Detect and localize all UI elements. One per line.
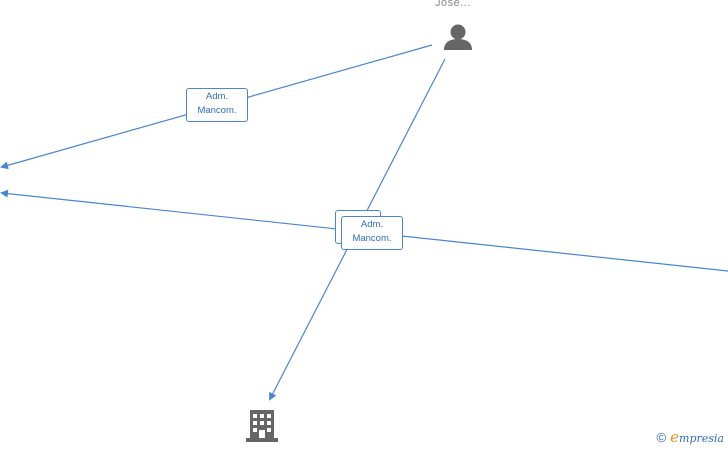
edge-label-center[interactable]: Adm. Mancom.: [341, 216, 403, 250]
edge-label-type: Mancom.: [352, 233, 392, 244]
edge-label-role: Adm.: [205, 91, 229, 102]
copyright-icon: ©: [656, 429, 667, 445]
person-name-label: Jose...: [435, 0, 471, 9]
person-icon[interactable]: [444, 24, 472, 51]
edge-label-role: Adm.: [360, 219, 384, 230]
building-icon[interactable]: [246, 410, 278, 442]
edge-label-top-left[interactable]: Adm. Mancom.: [186, 88, 248, 122]
edge-label-type: Mancom.: [197, 105, 237, 116]
brand-logo: empresia: [670, 428, 724, 446]
empresia-watermark: © empresia: [657, 428, 724, 446]
